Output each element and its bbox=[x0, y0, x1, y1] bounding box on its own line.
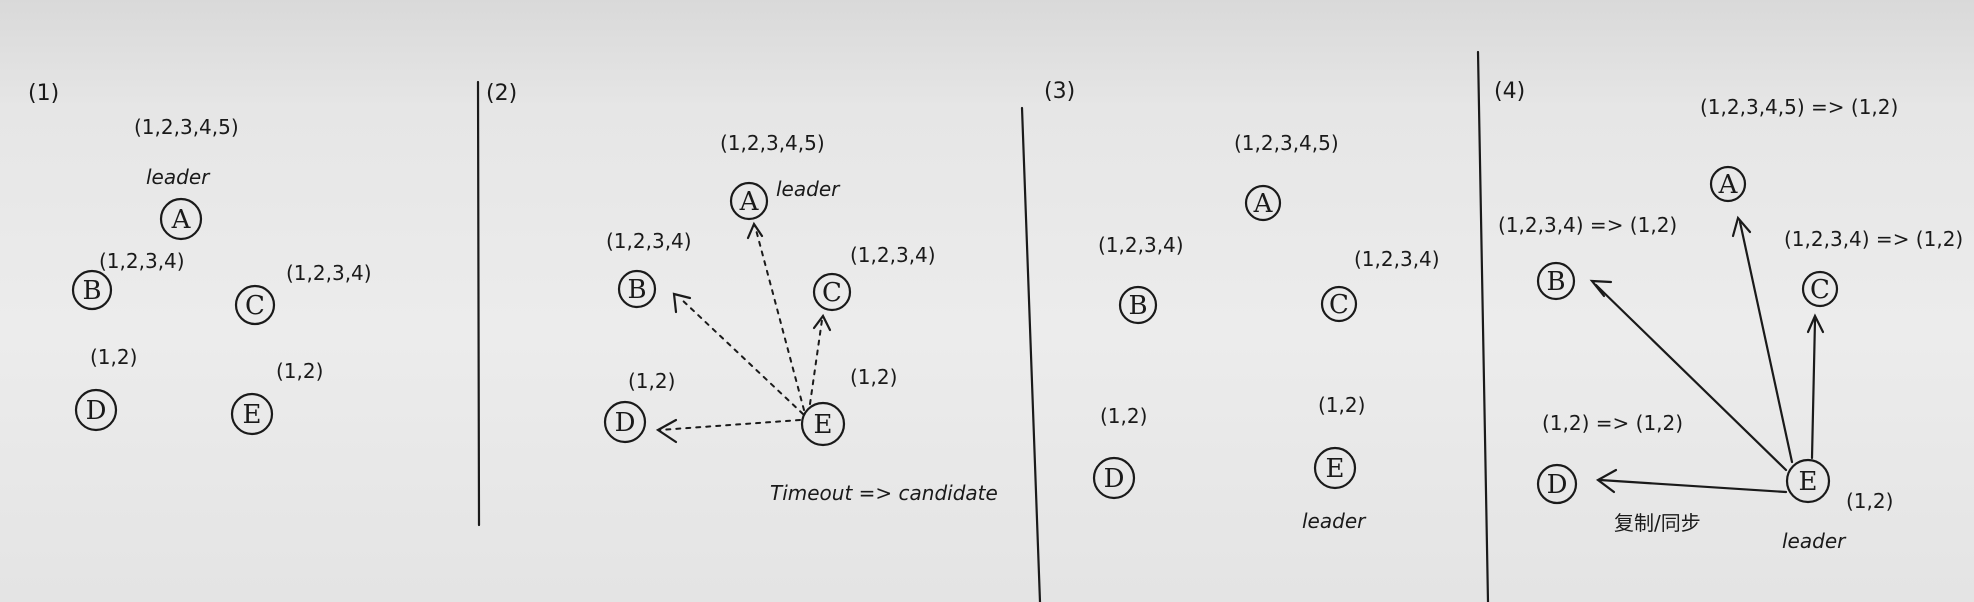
node-a: (1,2,3,4,5) leader A bbox=[134, 115, 239, 241]
node-d: (1,2) D bbox=[603, 369, 675, 444]
leader-label: leader bbox=[1302, 509, 1367, 533]
node-letter: E bbox=[243, 400, 262, 430]
node-letter: C bbox=[245, 291, 265, 321]
node-log: (1,2) bbox=[628, 369, 675, 393]
node-a: (1,2,3,4,5) A leader bbox=[720, 131, 841, 221]
node-log: (1,2,3,4) bbox=[286, 261, 372, 285]
node-letter: D bbox=[1547, 470, 1568, 500]
node-d: (1,2) => (1,2) D bbox=[1536, 411, 1683, 505]
node-letter: C bbox=[1329, 290, 1349, 320]
node-log: (1,2,3,4) => (1,2) bbox=[1784, 227, 1963, 251]
node-log: (1,2,3,4,5) bbox=[720, 131, 825, 155]
node-log: (1,2,3,4,5) => (1,2) bbox=[1700, 95, 1898, 119]
node-a: (1,2,3,4,5) => (1,2) A bbox=[1700, 95, 1898, 203]
node-c: (1,2,3,4) C bbox=[234, 261, 372, 326]
node-c: (1,2,3,4) => (1,2) C bbox=[1784, 227, 1963, 308]
node-e: (1,2) E bbox=[230, 359, 323, 436]
panel-number: (3) bbox=[1044, 79, 1075, 104]
panel-divider-3 bbox=[1476, 50, 1490, 602]
node-letter: A bbox=[739, 187, 760, 217]
node-log: (1,2) => (1,2) bbox=[1542, 411, 1683, 435]
node-log: (1,2,3,4) bbox=[1098, 233, 1184, 257]
node-log: (1,2,3,4,5) bbox=[1234, 131, 1339, 155]
node-e: (1,2) E leader bbox=[1302, 393, 1367, 533]
node-b: (1,2,3,4) B bbox=[1098, 233, 1184, 325]
panel-1: (1) (1,2,3,4,5) leader A (1,2,3,4) B (1,… bbox=[28, 81, 372, 436]
node-letter: E bbox=[1326, 454, 1345, 484]
panel-2: (2) (1,2,3,4,5) A leader (1,2,3,4) B (1,… bbox=[486, 81, 998, 505]
node-e: (1,2) E bbox=[800, 365, 897, 447]
panel-divider-2 bbox=[1020, 106, 1042, 602]
node-a: (1,2,3,4,5) A bbox=[1234, 131, 1339, 222]
node-letter: A bbox=[1718, 170, 1739, 200]
node-letter: B bbox=[82, 276, 101, 306]
node-log: (1,2,3,4) bbox=[606, 229, 692, 253]
leader-label: leader bbox=[776, 177, 841, 201]
replication-arrows bbox=[1589, 215, 1825, 494]
node-log: (1,2) bbox=[1846, 489, 1893, 513]
node-log: (1,2,3,4) bbox=[850, 243, 936, 267]
node-log: (1,2) bbox=[1100, 404, 1147, 428]
node-letter: C bbox=[822, 278, 842, 308]
node-d: (1,2) D bbox=[74, 345, 137, 432]
node-e: (1,2) E leader bbox=[1782, 458, 1893, 553]
node-letter: D bbox=[86, 396, 107, 426]
node-letter: E bbox=[814, 410, 833, 440]
node-b: (1,2,3,4) => (1,2) B bbox=[1498, 213, 1677, 301]
node-log: (1,2,3,4,5) bbox=[134, 115, 239, 139]
node-b: (1,2,3,4) B bbox=[606, 229, 692, 309]
node-letter: A bbox=[1253, 189, 1274, 219]
leader-label: leader bbox=[146, 165, 211, 189]
replication-label: 复制/同步 bbox=[1614, 511, 1701, 535]
timeout-note: Timeout => candidate bbox=[770, 481, 998, 505]
node-letter: C bbox=[1810, 275, 1830, 305]
node-log: (1,2) bbox=[276, 359, 323, 383]
node-letter: E bbox=[1799, 467, 1818, 497]
node-d: (1,2) D bbox=[1092, 404, 1147, 500]
node-letter: B bbox=[1128, 291, 1147, 321]
node-log: (1,2,3,4) => (1,2) bbox=[1498, 213, 1677, 237]
panel-number: (4) bbox=[1494, 79, 1525, 104]
node-letter: D bbox=[1104, 464, 1125, 494]
node-log: (1,2) bbox=[1318, 393, 1365, 417]
node-letter: B bbox=[1546, 267, 1565, 297]
leader-label: leader bbox=[1782, 529, 1847, 553]
panel-divider-1 bbox=[476, 80, 481, 527]
node-log: (1,2,3,4) bbox=[1354, 247, 1440, 271]
node-letter: B bbox=[627, 275, 646, 305]
vote-request-arrows bbox=[655, 221, 832, 444]
panel-number: (1) bbox=[28, 81, 59, 106]
node-log: (1,2) bbox=[850, 365, 897, 389]
node-log: (1,2,3,4) bbox=[99, 249, 185, 273]
panel-4: (4) (1,2,3,4,5) => (1,2) A (1,2,3,4) => … bbox=[1494, 79, 1963, 553]
panel-3: (3) (1,2,3,4,5) A (1,2,3,4) B (1,2,3,4) … bbox=[1044, 79, 1440, 533]
node-letter: A bbox=[171, 205, 192, 235]
node-c: (1,2,3,4) C bbox=[812, 243, 936, 312]
node-letter: D bbox=[615, 408, 636, 438]
panel-number: (2) bbox=[486, 81, 517, 106]
node-c: (1,2,3,4) C bbox=[1320, 247, 1440, 323]
node-b: (1,2,3,4) B bbox=[71, 249, 185, 311]
node-log: (1,2) bbox=[90, 345, 137, 369]
